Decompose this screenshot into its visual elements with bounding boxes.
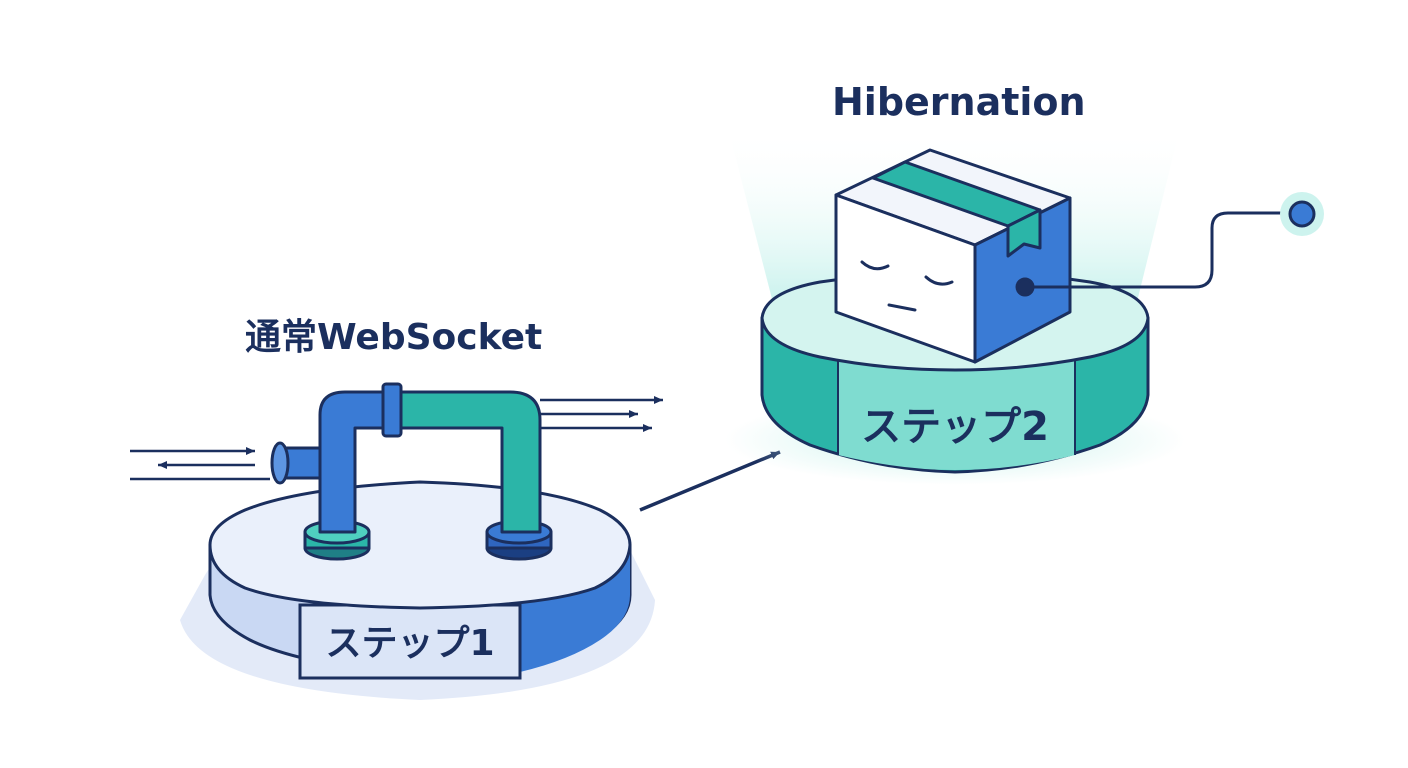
step1-platform (180, 480, 655, 700)
step2-title: Hibernation (832, 80, 1086, 124)
sleeping-box-icon (834, 148, 1072, 364)
sleeping-face (860, 260, 954, 312)
connector-node-icon (1025, 192, 1324, 289)
step1-title: 通常WebSocket (245, 317, 543, 358)
step2-label: ステップ2 (861, 404, 1049, 450)
outgoing-arrows (540, 396, 663, 432)
pipe-icon (270, 382, 553, 561)
incoming-arrows (130, 447, 270, 481)
step1-label: ステップ1 (325, 623, 494, 664)
